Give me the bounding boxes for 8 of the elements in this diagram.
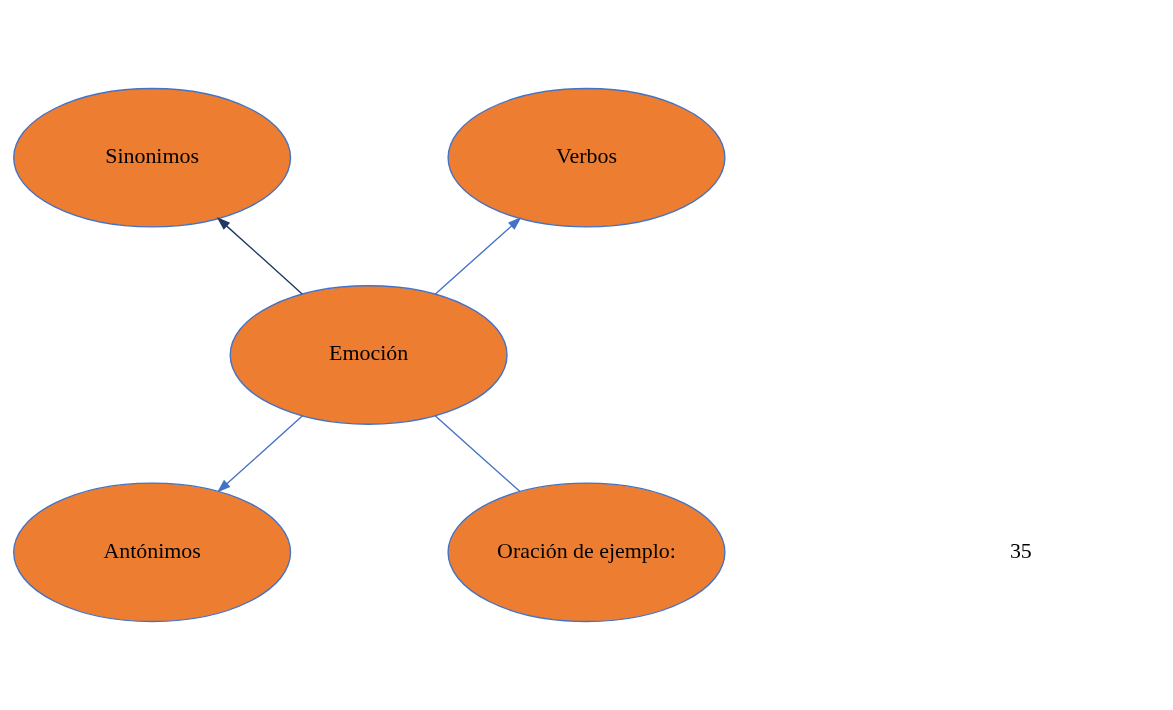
node-ellipse: Oración de ejemplo: <box>447 482 726 623</box>
node-ellipse: Antónimos <box>13 482 292 623</box>
connector <box>434 415 521 493</box>
label: 35 <box>1009 537 1032 563</box>
arrow <box>216 217 303 295</box>
arrow <box>217 415 304 493</box>
arrow <box>434 217 522 295</box>
node-ellipse: Emoción <box>229 285 508 425</box>
